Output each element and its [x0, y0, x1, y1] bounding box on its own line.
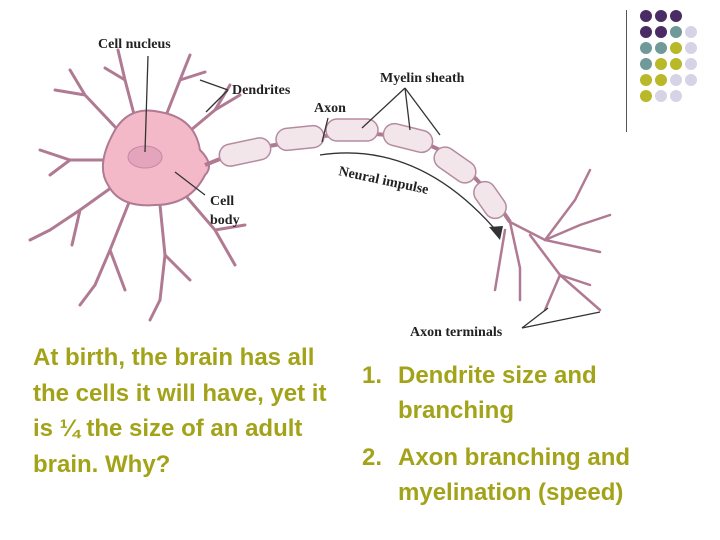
decorative-dot: [655, 42, 667, 54]
myelin-segment: [382, 122, 434, 154]
myelin-segment: [473, 180, 507, 220]
decorative-dot: [685, 74, 697, 86]
decorative-dot: [670, 26, 682, 38]
myelin-segments: [218, 118, 507, 220]
cell-body-label-line2: body: [210, 213, 240, 228]
neural-impulse-label: Neural impulse: [337, 164, 430, 198]
myelin-segment: [275, 124, 325, 152]
myelin-pointer-3: [404, 87, 441, 136]
decorative-dot: [670, 90, 682, 102]
myelin-segment: [218, 137, 272, 167]
question-text: At birth, the brain has all the cells it…: [33, 344, 327, 478]
cell-nucleus-label: Cell nucleus: [98, 37, 171, 52]
decorative-dot: [655, 74, 667, 86]
decorative-dot: [655, 26, 667, 38]
terminals-pointer-1: [521, 307, 549, 329]
impulse-arrow: [319, 152, 501, 236]
decorative-dot: [670, 74, 682, 86]
decorative-dot: [640, 26, 652, 38]
decorative-dot: [670, 58, 682, 70]
decorative-dot: [640, 42, 652, 54]
decorative-dot: [640, 10, 652, 22]
answer-number: 1.: [362, 362, 383, 389]
cell-body-pointer: [174, 171, 206, 196]
axon-terminal-branches: [493, 168, 612, 312]
decorative-dot: [640, 90, 652, 102]
impulse-arrowhead: [489, 226, 503, 240]
decorative-dot: [670, 42, 682, 54]
myelin-segment: [433, 146, 477, 184]
decorative-dot: [685, 58, 697, 70]
decorative-dot: [670, 10, 682, 22]
dendrites-pointer-1: [199, 79, 229, 91]
decorative-dot-grid: [640, 10, 720, 120]
answer-item: 2. Axon branching and myelination (speed…: [362, 440, 707, 510]
myelin-pointer-2: [404, 87, 411, 131]
cell-nucleus-pointer: [144, 55, 149, 153]
neuron-diagram: Cell nucleus Dendrites Axon Myelin sheat…: [28, 37, 612, 340]
decorative-dot: [640, 58, 652, 70]
myelin-pointer-1: [361, 87, 406, 129]
dendrites-label: Dendrites: [232, 83, 291, 98]
myelin-sheath-label: Myelin sheath: [380, 71, 465, 86]
answer-text: Axon branching and myelination (speed): [398, 444, 631, 506]
decorative-dot: [685, 26, 697, 38]
decorative-dot: [685, 42, 697, 54]
answer-list: 1. Dendrite size and branching 2. Axon b…: [362, 358, 707, 522]
decorative-dot: [655, 10, 667, 22]
decorative-dot: [655, 58, 667, 70]
axon-pointer: [321, 117, 329, 143]
decorative-divider: [626, 10, 627, 132]
answer-number: 2.: [362, 444, 383, 471]
decorative-dot: [655, 90, 667, 102]
decorative-dot: [640, 74, 652, 86]
cell-body-label-line1: Cell: [210, 194, 234, 209]
dendrite-branches: [28, 48, 247, 322]
axon-label: Axon: [314, 101, 346, 116]
dendrites-pointer-2: [205, 89, 229, 113]
terminals-pointer-2: [521, 311, 601, 329]
axon-terminals-label: Axon terminals: [410, 325, 503, 340]
answer-text: Dendrite size and branching: [398, 362, 597, 424]
answer-item: 1. Dendrite size and branching: [362, 358, 707, 428]
myelin-segment: [325, 118, 379, 142]
